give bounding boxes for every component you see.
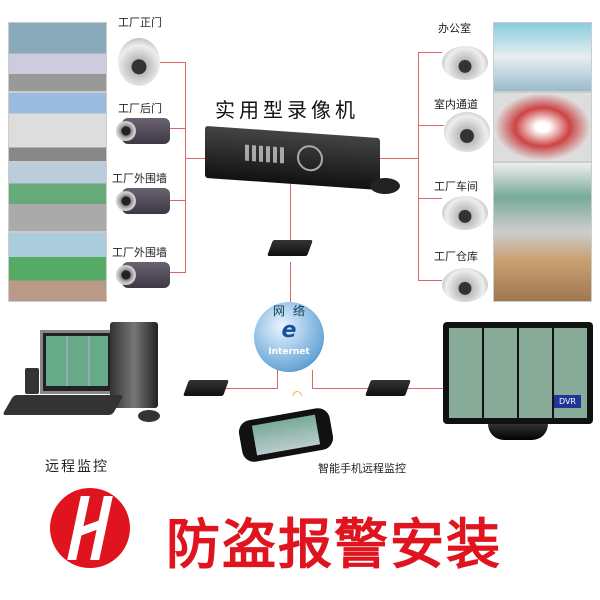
smartphone-icon	[237, 406, 335, 464]
camera-label: 工厂正门	[118, 16, 162, 29]
diagram-title: 实用型录像机	[215, 98, 359, 122]
dvr-recorder-icon	[205, 125, 380, 191]
photo-factory-backdoor	[8, 92, 107, 162]
keyboard-icon	[2, 395, 124, 415]
pc-monitor-icon	[40, 330, 114, 394]
tv-monitor-icon: DVR	[443, 322, 593, 424]
dome-camera-icon	[442, 46, 488, 80]
monitor-dvr-label: DVR	[553, 395, 581, 408]
mouse-icon	[370, 178, 400, 194]
photo-workshop	[493, 162, 592, 232]
internet-label: Internet	[268, 347, 310, 357]
router-icon	[183, 380, 229, 396]
camera-label: 工厂后门	[118, 102, 162, 115]
box-camera-icon	[444, 112, 490, 152]
camera-label: 工厂车间	[434, 180, 478, 193]
camera-label: 办公室	[438, 22, 471, 35]
speaker-icon	[25, 368, 39, 394]
wifi-signal-icon: ◠	[292, 388, 303, 402]
banner-title: 防盗报警安装	[166, 512, 502, 576]
network-label: 网络	[272, 304, 313, 318]
dome-camera-icon	[118, 38, 160, 86]
photo-corridor	[493, 92, 592, 162]
photo-office	[493, 22, 592, 92]
camera-label: 工厂仓库	[434, 250, 478, 263]
camera-label: 工厂外围墙	[112, 172, 167, 185]
company-logo	[50, 488, 130, 568]
mouse-icon	[138, 410, 160, 422]
camera-label: 工厂外围墙	[112, 246, 167, 259]
router-icon	[365, 380, 411, 396]
photo-factory-wall-1	[8, 162, 107, 232]
remote-pc-label: 远程监控	[45, 459, 109, 475]
internet-letter: e	[281, 318, 297, 343]
bullet-camera-icon	[116, 188, 170, 214]
photo-factory-wall-2	[8, 232, 107, 302]
internet-globe-icon: 网络 e Internet	[254, 302, 324, 372]
photo-factory-gate	[8, 22, 107, 92]
pc-tower-icon	[110, 322, 158, 408]
photo-warehouse	[493, 232, 592, 302]
dome-camera-icon	[442, 196, 488, 230]
remote-phone-label: 智能手机远程监控	[318, 462, 406, 475]
dome-camera-icon	[442, 268, 488, 302]
monitor-stand	[488, 424, 548, 440]
bullet-camera-icon	[116, 118, 170, 144]
camera-label: 室内通道	[434, 98, 478, 111]
bullet-camera-icon	[116, 262, 170, 288]
router-icon	[267, 240, 313, 256]
